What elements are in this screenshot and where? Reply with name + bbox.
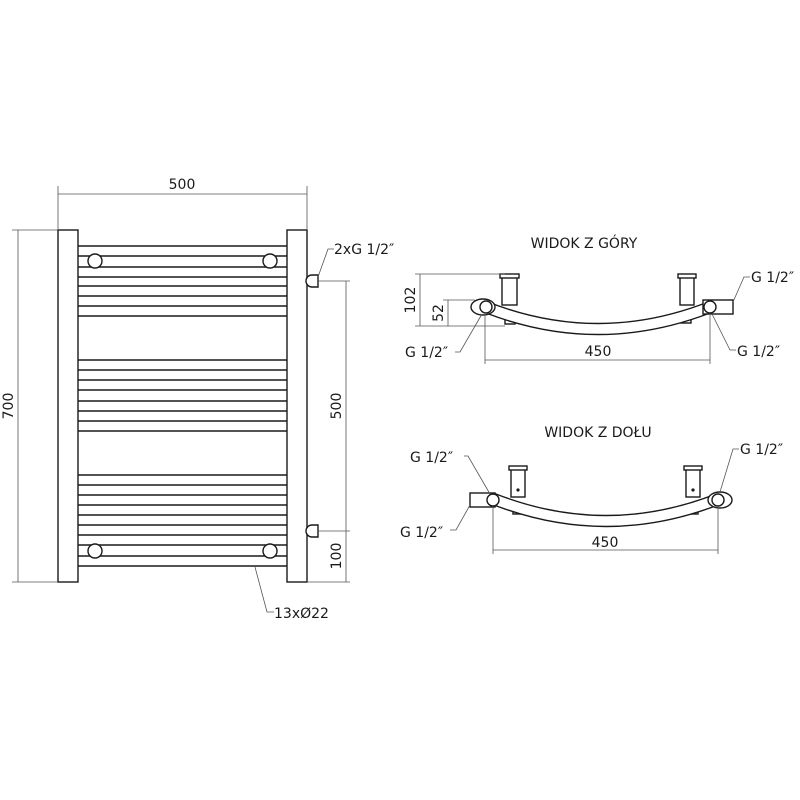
port-circle: [711, 493, 725, 507]
radiator-bar: [75, 305, 290, 317]
radiator-bar: [75, 494, 290, 506]
connections-callout: 2xG 1/2″: [317, 242, 394, 278]
spacing-label: 450: [585, 344, 612, 360]
thread-label-right-top: G 1/2″: [751, 270, 794, 286]
screw-dot: [691, 488, 695, 492]
bottom-view: WIDOK Z DOŁU 450 G 1/2″ G 1/2″ G 1/2″: [400, 425, 783, 554]
radiator-bar: [75, 285, 290, 297]
radiator-bar: [75, 420, 290, 432]
bracket-cap: [683, 465, 703, 471]
radiator-bar: [75, 514, 290, 526]
right-post: [286, 229, 308, 583]
connection-stub: [305, 524, 319, 538]
tubes-callout: 13xØ22: [254, 566, 329, 622]
tubes-label: 13xØ22: [274, 606, 329, 622]
radiator-bars: [75, 245, 290, 567]
bottom-offset-label: 100: [329, 543, 345, 570]
thread-label-left-top: G 1/2″: [410, 450, 453, 466]
spacing-label: 450: [592, 535, 619, 551]
top-view-title: WIDOK Z GÓRY: [531, 234, 638, 252]
radiator-bar: [75, 474, 290, 486]
wall-bracket: [679, 276, 695, 306]
fixing-circle: [262, 543, 278, 559]
bracket-cap: [677, 273, 697, 279]
dimension-connection-spacing: 500 100: [307, 280, 350, 583]
thread-label-left: G 1/2″: [405, 345, 448, 361]
connection-spacing-label: 500: [329, 393, 345, 420]
wall-bracket: [685, 468, 701, 498]
port-circle: [479, 300, 493, 314]
radiator-bar: [75, 400, 290, 412]
bar-fixings: [87, 253, 278, 559]
radiator-bar: [75, 266, 290, 278]
bracket-cap: [499, 273, 520, 279]
radiator-bar: [75, 534, 290, 546]
left-post: [57, 229, 79, 583]
connection-stubs: [305, 274, 319, 538]
front-view: 500 700 500 100 2xG 1/2″ 13xØ22: [1, 177, 394, 622]
thread-label-right: G 1/2″: [740, 442, 783, 458]
depth-label: 102: [403, 287, 419, 314]
dimension-height: 700: [1, 229, 58, 583]
fixing-circle: [262, 253, 278, 269]
curved-tube: [493, 493, 719, 528]
connection-stub: [305, 274, 319, 288]
width-label: 500: [169, 177, 196, 193]
wall-bracket: [501, 276, 518, 306]
screw-dot: [516, 488, 520, 492]
wall-bracket: [510, 468, 526, 498]
fixing-circle: [87, 253, 103, 269]
radiator-bar: [75, 379, 290, 391]
height-label: 700: [1, 393, 17, 420]
bracket-cap: [508, 465, 528, 471]
radiator-bar: [75, 555, 290, 567]
port-circle: [703, 300, 717, 314]
top-view: WIDOK Z GÓRY 102 52 450 G 1/2″ G 1/2″ G …: [403, 234, 794, 364]
axis-label: 52: [431, 304, 447, 322]
port-circle: [486, 493, 500, 507]
connections-label: 2xG 1/2″: [334, 242, 394, 258]
radiator-bar: [75, 245, 290, 257]
curved-tube: [485, 301, 711, 336]
fixing-circle: [87, 543, 103, 559]
thread-label-right-bottom: G 1/2″: [737, 344, 780, 360]
dimension-width: 500: [57, 177, 308, 230]
thread-label-left-bottom: G 1/2″: [400, 525, 443, 541]
bottom-view-title: WIDOK Z DOŁU: [544, 425, 651, 441]
radiator-bar: [75, 359, 290, 371]
